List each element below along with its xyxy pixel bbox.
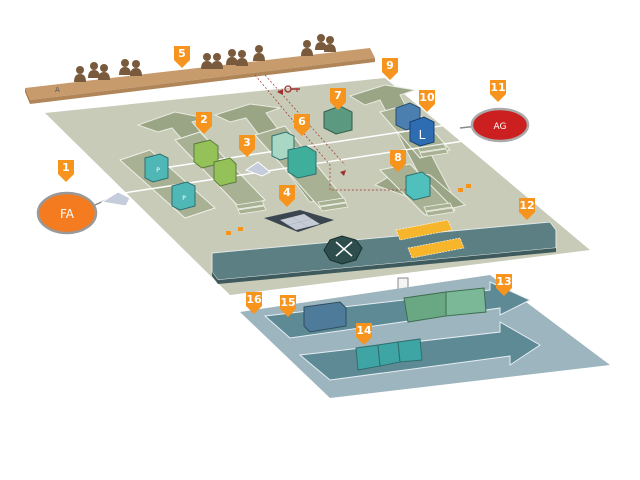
svg-text:8: 8 <box>394 151 402 164</box>
dock-stripes <box>235 143 455 217</box>
svg-text:12: 12 <box>519 199 534 212</box>
lower-boxes <box>303 287 487 371</box>
svg-text:FA: FA <box>60 207 75 221</box>
cyan-box <box>405 171 431 201</box>
circle-fa: FA <box>36 191 131 235</box>
svg-text:5: 5 <box>178 47 186 60</box>
conveyor <box>211 221 557 284</box>
marker-3[interactable]: 3 <box>239 135 255 157</box>
bench: A <box>25 34 375 104</box>
marker-12[interactable]: 12 <box>519 198 535 220</box>
marker-11[interactable]: 11 <box>490 80 506 102</box>
marker-16[interactable]: 16 <box>246 292 262 314</box>
marker-8[interactable]: 8 <box>390 150 406 172</box>
svg-text:10: 10 <box>419 91 435 104</box>
svg-text:11: 11 <box>490 81 505 94</box>
marker-1[interactable]: 1 <box>58 160 74 182</box>
marker-6[interactable]: 6 <box>294 114 310 136</box>
key-icon <box>277 85 300 95</box>
svg-text:P: P <box>156 167 160 174</box>
bench-label: A <box>55 86 60 94</box>
marker-14[interactable]: 14 <box>356 323 372 345</box>
small-indicators <box>226 184 471 235</box>
svg-text:16: 16 <box>246 293 262 306</box>
marker-2[interactable]: 2 <box>196 112 212 134</box>
markers: 1 2 3 4 5 6 7 8 9 10 11 12 13 14 15 16 <box>58 46 535 345</box>
svg-text:14: 14 <box>356 324 372 337</box>
svg-text:13: 13 <box>496 275 511 288</box>
svg-text:7: 7 <box>334 89 342 102</box>
svg-text:2: 2 <box>200 113 208 126</box>
svg-text:P: P <box>182 195 186 202</box>
box-l: L <box>395 102 435 147</box>
marker-4[interactable]: 4 <box>279 185 295 207</box>
svg-text:4: 4 <box>283 186 291 199</box>
wedge-shape <box>244 161 271 177</box>
teal-boxes <box>271 131 317 179</box>
fin-banks <box>395 219 465 259</box>
sorter <box>323 235 363 265</box>
circle-ag: AG <box>459 107 530 143</box>
svg-text:6: 6 <box>298 115 306 128</box>
marker-15[interactable]: 15 <box>280 295 296 317</box>
path-arrow-icon <box>340 170 346 176</box>
svg-text:3: 3 <box>243 136 251 149</box>
box-p-2: P <box>171 181 196 211</box>
svg-text:15: 15 <box>280 296 295 309</box>
svg-text:9: 9 <box>386 59 394 72</box>
svg-text:1: 1 <box>62 161 70 174</box>
marker-10[interactable]: 10 <box>419 90 435 112</box>
box-p-1: P <box>144 153 169 183</box>
svg-text:AG: AG <box>494 122 507 132</box>
marker-7[interactable]: 7 <box>330 88 346 110</box>
dark-green-box <box>323 105 353 135</box>
marker-13[interactable]: 13 <box>496 274 512 296</box>
marker-5[interactable]: 5 <box>174 46 190 68</box>
svg-text:L: L <box>419 128 426 142</box>
green-boxes <box>193 139 237 187</box>
marker-9[interactable]: 9 <box>382 58 398 80</box>
rack <box>264 210 334 232</box>
